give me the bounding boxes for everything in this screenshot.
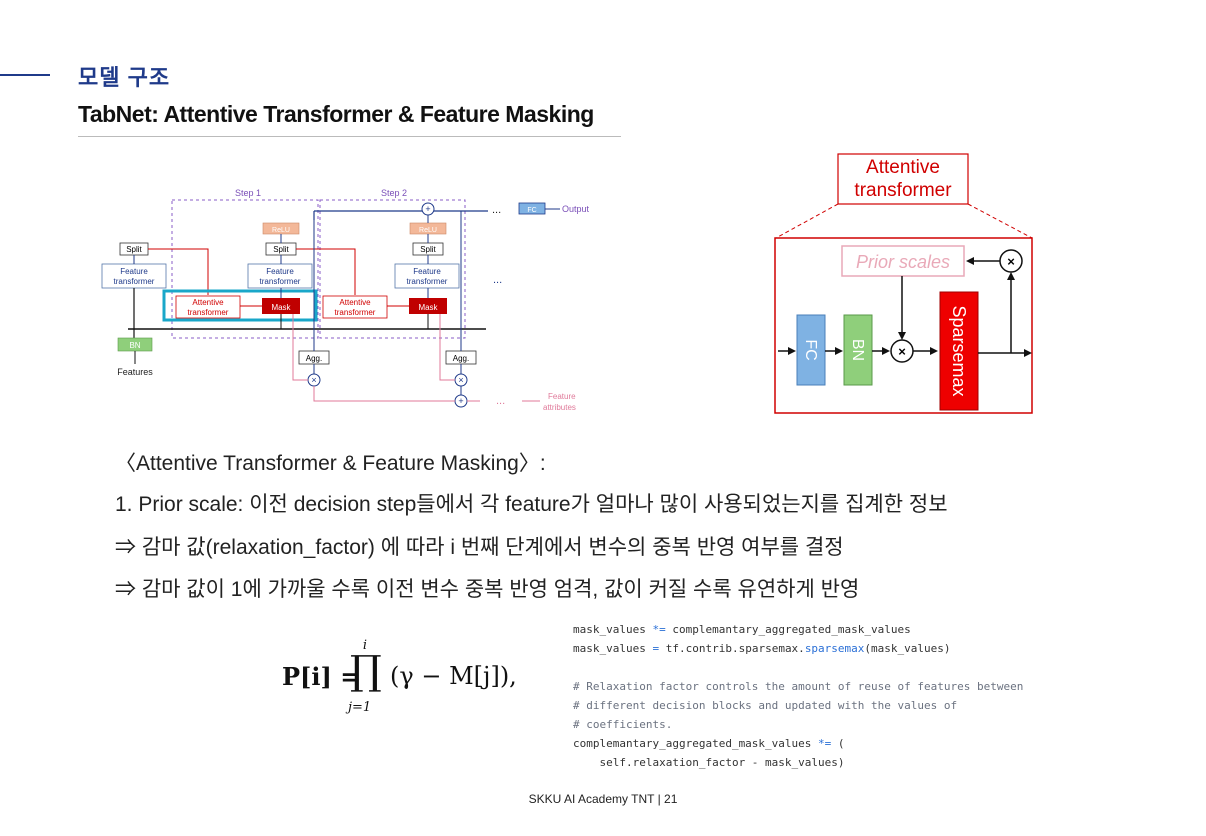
formula-lower: j=1 — [348, 700, 372, 715]
feature-transformer-2 — [394, 263, 460, 289]
feature-transformer-1 — [247, 263, 313, 289]
footer: SKKU AI Academy TNT | 21 — [528, 792, 678, 806]
attentive-transformer-1 — [175, 295, 241, 319]
formula-upper: i — [362, 638, 368, 653]
times-node-top: × — [1007, 254, 1015, 269]
agg-label-2: Agg. — [453, 354, 469, 363]
ellipsis-mid: ... — [493, 274, 502, 286]
ft0-l2: transformer — [114, 277, 155, 286]
split-label-0: Split — [126, 245, 142, 254]
plus-node-top: + — [425, 204, 430, 214]
times-node-1: × — [311, 375, 316, 385]
mask-label-2: Mask — [418, 303, 438, 312]
formula-lhs: P[i] = — [282, 662, 369, 691]
highlight-box — [162, 289, 318, 322]
bn-block-label: BN — [849, 339, 866, 361]
at2-l1: Attentive — [339, 298, 371, 307]
body-heading: 〈Attentive Transformer & Feature Masking… — [115, 452, 546, 475]
prior-scales-box — [841, 245, 965, 277]
sparsemax-block — [939, 291, 979, 411]
detail-title-l2: transformer — [854, 180, 952, 201]
step1-box — [171, 199, 319, 339]
step1-label: Step 1 — [235, 188, 261, 198]
at1-l2: transformer — [188, 308, 229, 317]
times-node-2: × — [458, 375, 463, 385]
ellipsis-bottom: ... — [496, 395, 505, 407]
prior-scales-label: Prior scales — [856, 252, 950, 272]
relu-label-2: ReLU — [419, 227, 437, 234]
formula-rhs: (γ − M[j]), — [390, 662, 517, 690]
fc-block-label: FC — [802, 339, 819, 360]
mask-box-2 — [409, 298, 447, 314]
title-underline — [78, 136, 621, 137]
times-node-mid: × — [898, 344, 906, 359]
bn-label: BN — [129, 341, 140, 350]
feature-attributes-l1: Feature — [548, 392, 576, 401]
attentive-transformer-detail-diagram: Attentive transformer Prior scales × FC … — [774, 153, 1033, 414]
formula-product: ∏ — [350, 648, 382, 694]
section-title: 모델 구조 — [78, 65, 171, 90]
split-label-1: Split — [273, 245, 289, 254]
relu-label-1: ReLU — [272, 227, 290, 234]
ft1-l1: Feature — [266, 267, 294, 276]
code-snippet: mask_values *= complemantary_aggregated_… — [573, 623, 1024, 769]
attentive-transformer-2 — [322, 295, 388, 319]
agg-label-1: Agg. — [306, 354, 322, 363]
fc-label: FC — [527, 207, 536, 214]
at1-l1: Attentive — [192, 298, 224, 307]
output-label: Output — [562, 204, 590, 214]
ft1-l2: transformer — [260, 277, 301, 286]
body-implies-2: ⇒ 감마 값이 1에 가까울 수록 이전 변수 중복 반영 엄격, 값이 커질 … — [115, 578, 860, 601]
detail-title-l1: Attentive — [866, 157, 940, 178]
fc-block — [796, 314, 826, 386]
tabnet-architecture-diagram: Step 1 Step 2 ... FC Output ReLU ReLU + … — [101, 188, 590, 412]
features-label: Features — [117, 367, 153, 377]
feature-attributes-l2: attributes — [543, 403, 576, 412]
mask-box-1 — [262, 298, 300, 314]
prior-scale-formula: P[i] = i ∏ j=1 (γ − M[j]), — [282, 638, 522, 730]
split-label-2: Split — [420, 245, 436, 254]
sparsemax-label: Sparsemax — [949, 305, 969, 396]
mask-label-1: Mask — [271, 303, 291, 312]
slide-title: TabNet: Attentive Transformer & Feature … — [78, 101, 594, 127]
body-implies-1: ⇒ 감마 값(relaxation_factor) 에 따라 i 번째 단계에서… — [115, 536, 844, 559]
detail-title-box — [837, 153, 969, 205]
ellipsis-top: ... — [492, 204, 501, 216]
ft2-l2: transformer — [407, 277, 448, 286]
ft0-l1: Feature — [120, 267, 148, 276]
step2-box — [319, 199, 466, 339]
at2-l2: transformer — [335, 308, 376, 317]
ft2-l1: Feature — [413, 267, 441, 276]
body-item-1: 1. Prior scale: 이전 decision step들에서 각 fe… — [115, 493, 948, 516]
bn-block — [843, 314, 873, 386]
step2-label: Step 2 — [381, 188, 407, 198]
plus-node-bottom: + — [458, 396, 463, 406]
header-accent-rule — [0, 74, 50, 76]
